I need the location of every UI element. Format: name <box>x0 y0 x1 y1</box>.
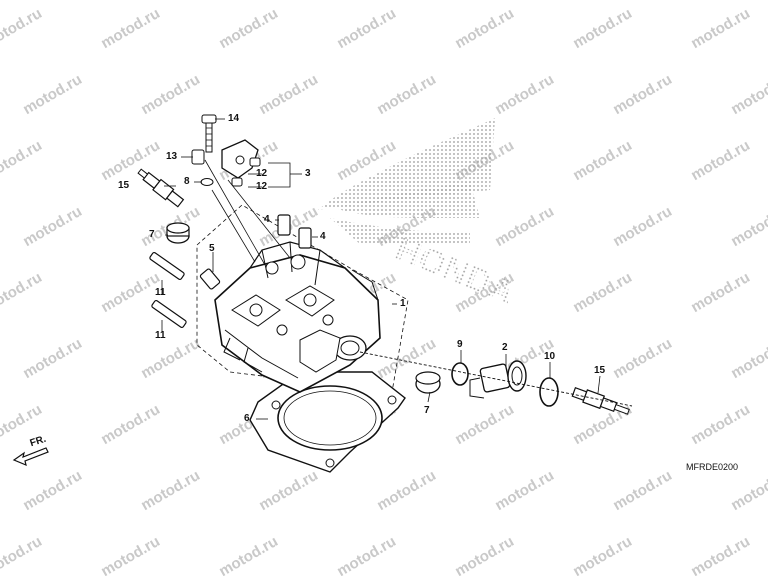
dowel-pin-5 <box>199 268 221 290</box>
head-gasket <box>249 371 406 473</box>
breather-bracket <box>191 114 261 187</box>
callout-3: 3 <box>305 168 311 179</box>
callout-4a: 4 <box>264 214 270 225</box>
stud-bolts <box>149 252 187 328</box>
cylinder-head <box>214 241 381 393</box>
callout-4b: 4 <box>320 231 326 242</box>
callout-1: 1 <box>400 298 406 309</box>
spark-plug-left <box>137 168 185 208</box>
insulator <box>469 360 527 399</box>
callout-6: 6 <box>244 413 250 424</box>
callout-12a: 12 <box>256 168 268 179</box>
callout-5: 5 <box>209 243 215 254</box>
plug-left <box>166 222 190 244</box>
callout-15-right: 15 <box>594 365 606 376</box>
callout-13: 13 <box>166 151 178 162</box>
diagram-code: MFRDE0200 <box>686 462 739 472</box>
callout-7-front: 7 <box>424 405 430 416</box>
leader-lines <box>161 118 633 420</box>
callout-11a: 11 <box>155 287 166 298</box>
plug-front <box>415 371 441 394</box>
callout-7-left: 7 <box>149 229 155 240</box>
callout-11b: 11 <box>155 330 166 341</box>
callout-10: 10 <box>544 351 556 362</box>
callout-9: 9 <box>457 339 463 350</box>
callout-2: 2 <box>502 342 508 353</box>
front-direction-arrow <box>12 447 49 467</box>
callout-14: 14 <box>228 113 240 124</box>
callout-15-left: 15 <box>118 180 130 191</box>
callout-12b: 12 <box>256 181 268 192</box>
o-ring-9 <box>451 362 469 386</box>
o-ring-10 <box>539 377 559 407</box>
dowel-pins <box>277 214 312 249</box>
callout-8: 8 <box>184 176 190 187</box>
spark-plug-right <box>571 386 630 415</box>
